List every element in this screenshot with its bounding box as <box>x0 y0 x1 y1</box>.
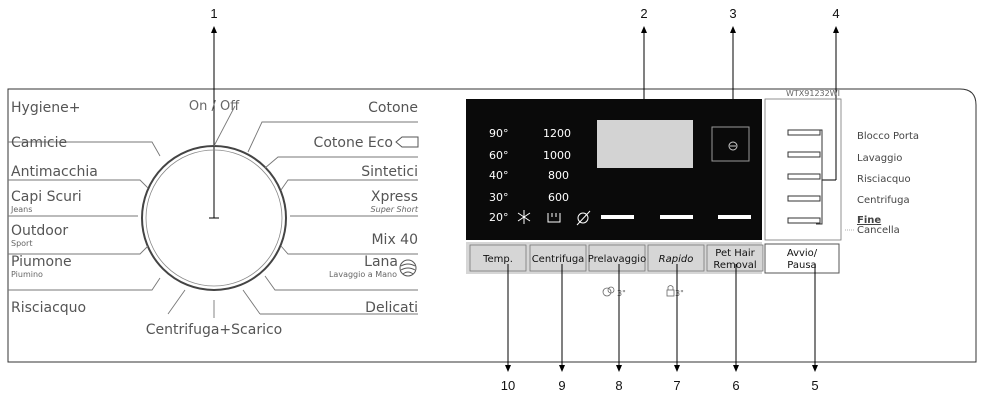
prog-cotone-eco: Cotone Eco <box>314 135 393 151</box>
status-leds <box>787 129 821 224</box>
prog-antimacchia: Antimacchia <box>11 164 98 180</box>
svg-text:Prelavaggio: Prelavaggio <box>588 254 646 265</box>
svg-text:Centrifuga: Centrifuga <box>532 254 585 265</box>
temp-60: 60° <box>489 149 509 162</box>
prog-lana: Lana <box>364 254 398 270</box>
speed-1000: 1000 <box>543 149 571 162</box>
prog-hygiene: Hygiene+ <box>11 100 80 116</box>
snowflake-icon <box>517 210 531 224</box>
prog-capi-scuri-sub: Jeans <box>10 205 32 214</box>
prog-camicie: Camicie <box>11 135 67 151</box>
callout-6: 6 <box>732 378 739 393</box>
panel-outline <box>7 88 977 363</box>
status-fine: Fine <box>857 215 881 226</box>
temp-90: 90° <box>489 127 509 140</box>
callout-8: 8 <box>615 378 622 393</box>
time-display <box>597 120 693 168</box>
dial-on-off: On / Off <box>189 99 240 114</box>
temp-20: 20° <box>489 211 509 224</box>
prog-piumone-sub: Piumino <box>11 270 43 279</box>
prog-outdoor: Outdoor <box>11 223 68 239</box>
prog-risciacquo: Risciacquo <box>11 300 86 316</box>
svg-text:Rapido: Rapido <box>659 254 694 265</box>
prog-sintetici: Sintetici <box>361 164 418 180</box>
child-lock-hint-icon <box>602 286 615 297</box>
status-centrifuga: Centrifuga <box>857 195 910 206</box>
centrifuga-button[interactable]: Centrifuga <box>529 244 587 272</box>
prog-xpress-sub: Super Short <box>371 205 419 214</box>
pet-hair-removal-button[interactable]: Pet Hair Removal <box>706 244 764 272</box>
prog-delicati: Delicati <box>365 300 418 316</box>
prelavaggio-button[interactable]: Prelavaggio <box>588 244 646 272</box>
status-panel <box>764 98 842 241</box>
lock-icon <box>666 285 675 297</box>
status-lavaggio: Lavaggio <box>857 153 902 164</box>
prog-mix40: Mix 40 <box>371 232 418 248</box>
dial-tick-lines <box>8 105 418 318</box>
callout-2: 2 <box>640 6 647 21</box>
temp-button[interactable]: Temp. <box>469 244 527 272</box>
prog-piumone: Piumone <box>11 254 72 270</box>
callout-4: 4 <box>832 6 839 21</box>
status-blocco-porta: Blocco Porta <box>857 131 919 142</box>
speed-800: 800 <box>548 169 569 182</box>
avvio-pausa-button[interactable]: Avvio/ Pausa <box>764 243 840 274</box>
status-cancella: Cancella <box>857 225 900 236</box>
callout-1: 1 <box>210 6 217 21</box>
no-drain-icon <box>576 210 591 226</box>
prog-capi-scuri: Capi Scuri <box>11 189 82 205</box>
temp-30: 30° <box>489 191 509 204</box>
callout-10: 10 <box>501 378 515 393</box>
rapido-hold-hint: 3" <box>675 289 684 298</box>
speed-600: 600 <box>548 191 569 204</box>
model-number: WTX91232WI <box>786 89 840 98</box>
svg-text:Temp.: Temp. <box>482 254 513 265</box>
delay-timer-icon <box>728 141 738 151</box>
temp-40: 40° <box>489 169 509 182</box>
eco-icon <box>395 136 419 148</box>
prog-xpress: Xpress <box>371 189 418 205</box>
callout-9: 9 <box>558 378 565 393</box>
lcd-bar-2 <box>660 215 693 219</box>
prog-outdoor-sub: Sport <box>11 239 32 248</box>
prog-centrifuga-scarico: Centrifuga+Scarico <box>146 322 282 338</box>
prelavaggio-hold-hint: 3" <box>617 289 626 298</box>
prog-lana-sub: Lavaggio a Mano <box>329 270 397 279</box>
callout-3: 3 <box>729 6 736 21</box>
svg-text:Avvio/: Avvio/ <box>787 248 818 259</box>
wool-icon <box>399 259 417 277</box>
prog-cotone: Cotone <box>368 100 418 116</box>
lcd-bar-3 <box>718 215 751 219</box>
svg-text:Removal: Removal <box>713 260 756 271</box>
rapido-button[interactable]: Rapido <box>647 244 705 272</box>
no-spin-icon <box>547 213 561 223</box>
callout-5: 5 <box>811 378 818 393</box>
lcd-bar-1 <box>601 215 634 219</box>
svg-text:Pausa: Pausa <box>787 260 816 271</box>
svg-text:Pet Hair: Pet Hair <box>715 248 755 259</box>
speed-1200: 1200 <box>543 127 571 140</box>
callout-7: 7 <box>673 378 680 393</box>
status-risciacquo: Risciacquo <box>857 174 911 185</box>
delay-indicator <box>711 126 750 162</box>
